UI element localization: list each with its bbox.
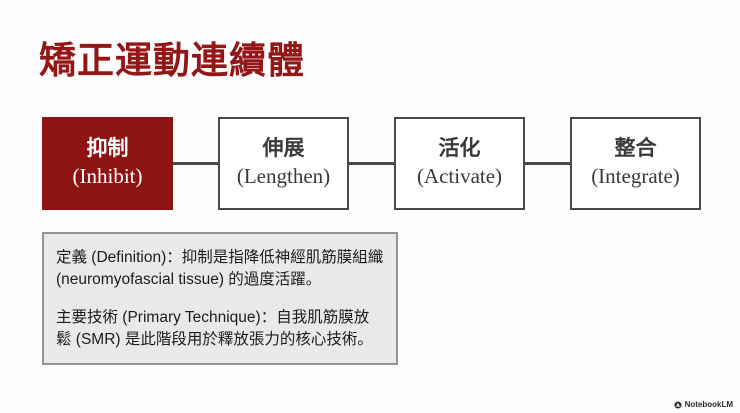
- flow-step-integrate: 整合 (Integrate): [570, 117, 701, 210]
- flow-step-label-en: (Integrate): [591, 164, 680, 189]
- flow-step-label-en: (Activate): [416, 164, 503, 189]
- flow-step-label-zh: 整合: [614, 137, 657, 161]
- flow-step-label-en: (Inhibit): [72, 164, 143, 189]
- definition-panel: 定義 (Definition)：抑制是指降低神經肌筋膜組織 (neuromyof…: [42, 232, 398, 365]
- flow-step-inhibit: 抑制 (Inhibit): [42, 117, 173, 210]
- technique-text: 主要技術 (Primary Technique)：自我肌筋膜放鬆 (SMR) 是…: [56, 308, 373, 349]
- notebooklm-logo-icon: [674, 401, 682, 408]
- connector-line: [173, 162, 218, 165]
- connector-line: [349, 162, 394, 165]
- flow-step-activate: 活化 (Activate): [394, 117, 525, 210]
- flow-step-label-en: (Lengthen): [236, 164, 331, 189]
- slide-title: 矯正運動連續體: [39, 40, 305, 81]
- definition-text: 定義 (Definition)：抑制是指降低神經肌筋膜組織 (neuromyof…: [56, 249, 384, 289]
- watermark-label: NotebookLM: [684, 400, 733, 409]
- notebooklm-watermark: NotebookLM: [674, 400, 733, 409]
- flow-diagram: 抑制 (Inhibit) 伸展 (Lengthen) 活化 (Activate)…: [42, 117, 701, 210]
- flow-step-label-zh: 抑制: [86, 137, 129, 161]
- flow-step-lengthen: 伸展 (Lengthen): [218, 117, 349, 210]
- flow-step-label-zh: 活化: [438, 137, 481, 161]
- connector-line: [525, 162, 570, 165]
- flow-step-label-zh: 伸展: [262, 137, 305, 161]
